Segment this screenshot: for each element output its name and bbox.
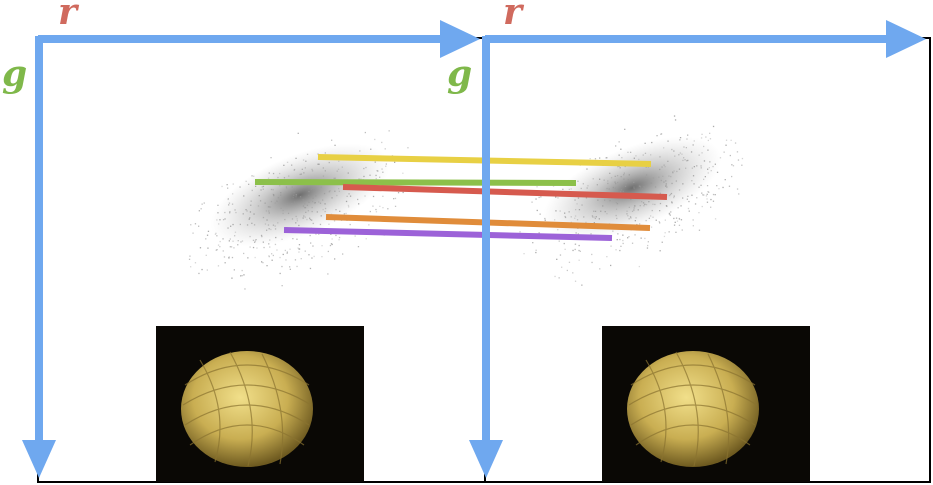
left-g-axis-label: g (2, 53, 28, 95)
right-r-axis-label: r (503, 0, 522, 33)
left-yarn-thumbnail (156, 326, 364, 482)
left-pixel-cloud (188, 130, 409, 290)
right-y-axis-arrow (469, 36, 503, 478)
right-pixel-cloud (519, 115, 744, 286)
right-yarn-thumbnail (602, 326, 810, 482)
left-y-axis-arrow (22, 36, 56, 478)
left-r-axis-label: r (58, 0, 77, 33)
correspondence-line (342, 184, 668, 200)
correspondence-line (283, 227, 613, 241)
right-x-axis-arrow (485, 20, 926, 58)
right-g-axis-label: g (447, 53, 473, 95)
correspondence-line (254, 179, 577, 186)
left-x-axis-arrow (38, 20, 480, 58)
